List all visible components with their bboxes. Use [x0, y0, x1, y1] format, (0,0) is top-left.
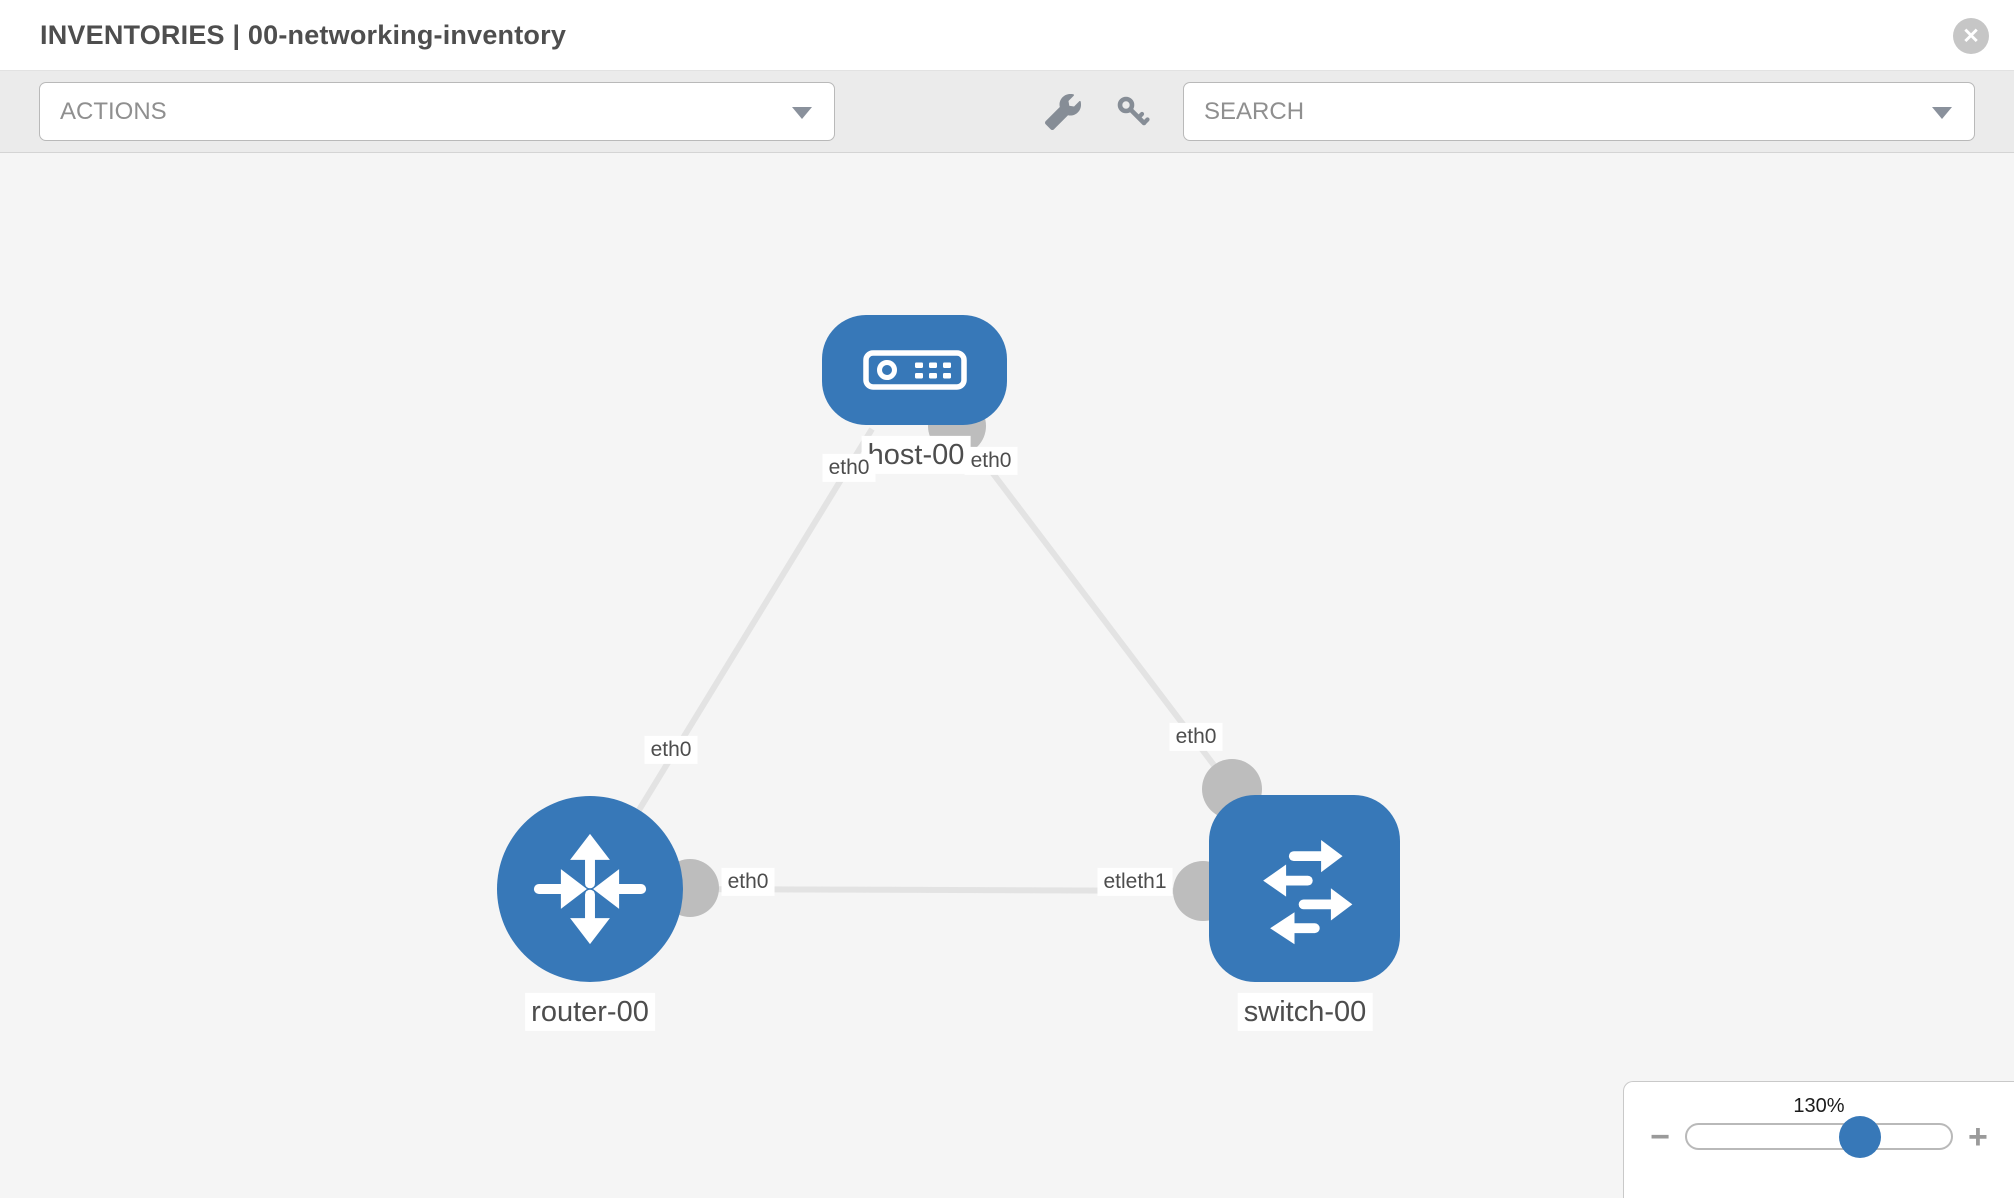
zoom-slider-track[interactable]: [1685, 1115, 1953, 1158]
node-label-switch: switch-00: [1237, 992, 1373, 1032]
router-icon: [533, 833, 647, 945]
zoom-level: 130%: [1793, 1095, 1845, 1117]
zoom-control-panel: 130% − +: [1623, 1081, 2014, 1198]
page-title: INVENTORIES | 00-networking-inventory: [40, 19, 567, 50]
key-icon[interactable]: [1115, 94, 1151, 130]
node-router[interactable]: [497, 796, 683, 982]
interface-label-host-left: eth0: [822, 453, 876, 483]
edge-label-host-router: eth0: [644, 735, 698, 765]
switch-icon: [1262, 839, 1352, 944]
actions-input[interactable]: [40, 83, 834, 140]
interface-label-host-right: eth0: [964, 446, 1018, 476]
zoom-slider-thumb[interactable]: [1839, 1115, 1881, 1158]
zoom-out-button[interactable]: −: [1650, 1117, 1670, 1156]
zoom-in-button[interactable]: +: [1968, 1117, 1988, 1156]
node-switch[interactable]: [1209, 795, 1400, 982]
close-button[interactable]: ✕: [1953, 18, 1989, 54]
node-host[interactable]: [822, 315, 1007, 425]
toolbar: [0, 71, 2014, 153]
interface-label-router: eth0: [721, 867, 775, 897]
host-icon: [862, 350, 967, 390]
interface-label-switch: etleth1: [1097, 867, 1173, 897]
node-label-host: host-00: [861, 435, 971, 475]
toolbar-icon-group: [1045, 93, 1151, 130]
node-label-router: router-00: [525, 992, 655, 1032]
search-dropdown[interactable]: [1183, 82, 1975, 141]
zoom-slider-row: − +: [1624, 1115, 2014, 1158]
header-bar: INVENTORIES | 00-networking-inventory ✕: [0, 0, 2014, 71]
topology-canvas[interactable]: host-00 router-00 switch-00 eth0 eth0 et…: [0, 153, 2014, 1198]
edge-label-host-switch: eth0: [1169, 722, 1223, 752]
wrench-icon[interactable]: [1045, 93, 1081, 130]
search-input[interactable]: [1184, 83, 1974, 140]
edges-layer: [636, 397, 1262, 921]
close-icon: ✕: [1962, 24, 1980, 48]
actions-dropdown[interactable]: [39, 82, 835, 141]
